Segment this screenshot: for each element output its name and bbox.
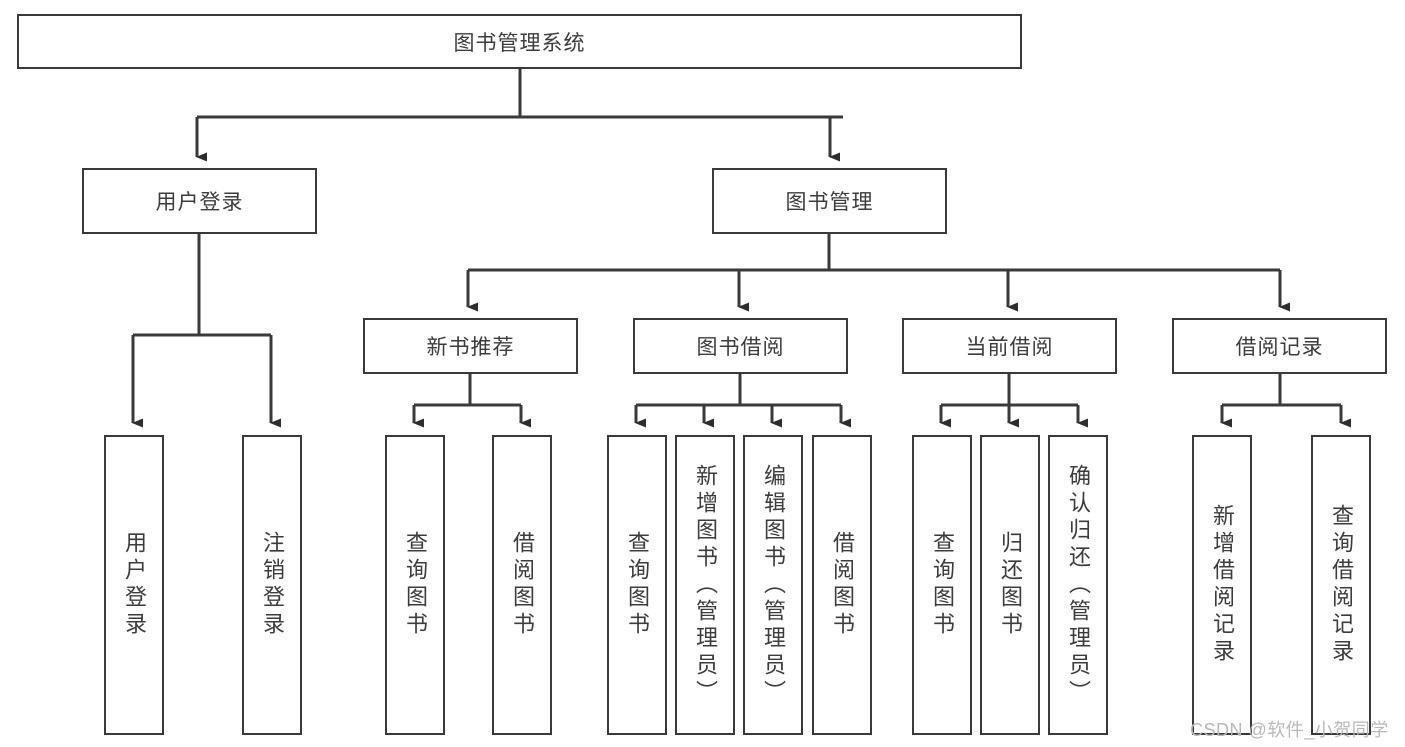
leaf-borrow-record-query-record[interactable]: 查询借阅记录 <box>1311 435 1371 735</box>
leaf-new-book-query-book[interactable]: 查询图书 <box>385 435 445 735</box>
leaf-current-borrow-confirm-return-admin[interactable]: 确认归还（管理员） <box>1048 435 1108 735</box>
node-label: 注销登录 <box>260 531 285 639</box>
node-label: 用户登录 <box>122 531 147 639</box>
node-label: 用户登录 <box>155 191 244 214</box>
node-label: 归还图书 <box>998 531 1023 639</box>
node-user-login[interactable]: 用户登录 <box>82 168 317 234</box>
node-label: 确认归还（管理员） <box>1066 463 1091 707</box>
leaf-book-borrow-query-book[interactable]: 查询图书 <box>607 435 667 735</box>
node-label: 编辑图书（管理员） <box>761 463 786 707</box>
leaf-book-borrow-edit-book-admin[interactable]: 编辑图书（管理员） <box>743 435 803 735</box>
node-root-book-management-system[interactable]: 图书管理系统 <box>17 14 1022 69</box>
leaf-book-borrow-borrow-book[interactable]: 借阅图书 <box>812 435 872 735</box>
node-label: 图书借阅 <box>696 336 785 359</box>
leaf-user-login-logout[interactable]: 注销登录 <box>242 435 302 735</box>
leaf-current-borrow-return-book[interactable]: 归还图书 <box>980 435 1040 735</box>
leaf-user-login-login[interactable]: 用户登录 <box>104 435 164 735</box>
node-new-book-recommend[interactable]: 新书推荐 <box>363 318 578 374</box>
node-label: 借阅记录 <box>1235 336 1324 359</box>
node-label: 当前借阅 <box>965 336 1054 359</box>
leaf-current-borrow-query-book[interactable]: 查询图书 <box>912 435 972 735</box>
node-label: 查询图书 <box>625 531 650 639</box>
leaf-borrow-record-add-record[interactable]: 新增借阅记录 <box>1192 435 1252 735</box>
node-book-borrow[interactable]: 图书借阅 <box>633 318 848 374</box>
leaf-book-borrow-add-book-admin[interactable]: 新增图书（管理员） <box>675 435 735 735</box>
leaf-new-book-borrow-book[interactable]: 借阅图书 <box>492 435 552 735</box>
node-book-management[interactable]: 图书管理 <box>712 168 947 234</box>
csdn-watermark: CSDN @软件_小贺同学 <box>1190 720 1389 740</box>
node-label: 借阅图书 <box>510 531 535 639</box>
node-label: 新书推荐 <box>426 336 515 359</box>
node-label: 借阅图书 <box>830 531 855 639</box>
node-label: 查询图书 <box>930 531 955 639</box>
node-borrow-record[interactable]: 借阅记录 <box>1172 318 1387 374</box>
node-current-borrow[interactable]: 当前借阅 <box>902 318 1117 374</box>
node-label: 图书管理系统 <box>453 31 586 55</box>
node-label: 查询借阅记录 <box>1329 504 1354 666</box>
node-label: 查询图书 <box>403 531 428 639</box>
node-label: 新增图书（管理员） <box>693 463 718 707</box>
node-label: 新增借阅记录 <box>1210 504 1235 666</box>
node-label: 图书管理 <box>785 191 874 214</box>
